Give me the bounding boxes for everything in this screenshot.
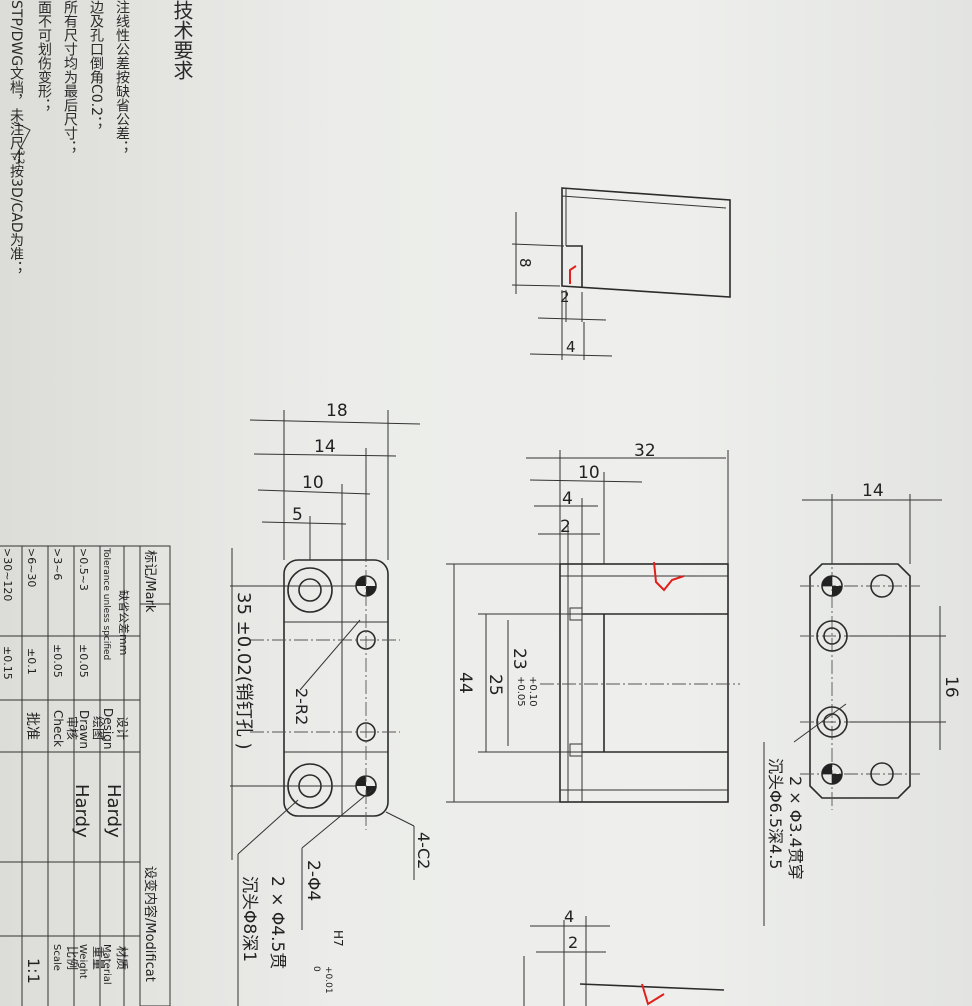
- dim-right-14: 14: [862, 481, 884, 501]
- label-tol-lower: 0: [311, 966, 321, 972]
- tb-check-en: Check: [51, 710, 65, 747]
- note-line-2: 边及孔口倒角C0.2；: [88, 0, 104, 131]
- dim-top-2: 2: [560, 288, 570, 306]
- tb-check-cn: 审核: [65, 716, 80, 740]
- tb-approve-cn: 批准: [24, 712, 40, 740]
- note-line-3: 所有尺寸均为最后尺寸；: [62, 0, 78, 154]
- dim-left-14: 14: [314, 437, 336, 457]
- right-view: 14 16 2 × Φ3.4贯穿 沉头Φ6.5深4.5: [763, 481, 961, 926]
- label-2-R2: 2-R2: [292, 688, 311, 725]
- dim-mid-23-lower: +0.05: [515, 676, 526, 707]
- dim-mid-23-upper: +0.10: [527, 676, 538, 707]
- tb-drawn-cn: 绘图: [91, 716, 106, 740]
- dim-mid-10: 10: [578, 463, 600, 483]
- dim-mid-4: 4: [562, 489, 573, 509]
- label-right-hole1: 2 × Φ3.4贯穿: [786, 776, 805, 880]
- dim-top-8: 8: [516, 258, 534, 268]
- dim-pin-hole-35: 35 ±0.02(销钉孔 ): [233, 592, 254, 750]
- dim-mid-32: 32: [634, 441, 656, 461]
- label-right-hole2: 沉头Φ6.5深4.5: [766, 758, 785, 870]
- tb-row2-range: >3~6: [51, 548, 64, 580]
- label-cbore-line1: 2 × Φ4.5贯: [267, 876, 287, 969]
- notes-title: 技术要求: [170, 0, 194, 80]
- tb-row3-range: >6~30: [25, 548, 38, 587]
- note-line-4: 面不可划伤变形；: [36, 0, 52, 112]
- tb-tol-header: 缺省公差mm: [117, 590, 131, 655]
- tb-tol-sub: Tolerance unless spcified: [101, 547, 111, 660]
- dim-left-10: 10: [302, 473, 324, 493]
- dim-left-5: 5: [292, 505, 303, 525]
- dim-mid-44: 44: [455, 672, 475, 694]
- dim-mid-25: 25: [485, 674, 505, 696]
- roughness-symbol: 3.2: [13, 121, 31, 164]
- note-line-1: 注线性公差按缺省公差；: [114, 0, 130, 154]
- title-block: 标记/Mark 设变内容/Modificat 缺省公差mm Tolerance …: [0, 545, 171, 1006]
- tb-weight-en: Weight: [77, 944, 88, 979]
- tb-row1-range: >0.5~3: [77, 548, 90, 591]
- tb-design-name: Hardy: [103, 784, 124, 838]
- label-4-C2: 4-C2: [414, 832, 433, 869]
- tb-design-cn: 设计: [115, 716, 129, 740]
- top-view: 8 2 4: [511, 187, 731, 360]
- dim-mid-2: 2: [560, 517, 571, 537]
- tb-modification: 设变内容/Modificat: [142, 866, 158, 982]
- tb-row3-tol: ±0.1: [25, 648, 38, 675]
- left-view: 18 14 10 5 35 ±0.02(销钉孔 ) 2-R2 4-C2: [230, 401, 433, 1006]
- tb-scale-cn: 比例: [65, 946, 79, 970]
- tb-drawn-en: Drawn: [77, 710, 91, 749]
- tb-mark: 标记/Mark: [142, 550, 157, 613]
- tb-design-en: Design: [101, 708, 115, 749]
- tb-row4-tol: ±0.15: [1, 646, 14, 680]
- note-line-5: STP/DWG文档，未注尺寸按3D/CAD为准；: [8, 0, 24, 275]
- tb-weight-cn: 重量: [91, 946, 105, 970]
- label-cbore-line2: 沉头Φ8深1: [239, 876, 259, 962]
- tb-row2-tol: ±0.05: [51, 644, 64, 678]
- dim-bottom-2: 2: [568, 933, 578, 952]
- tb-material-en: Material: [101, 944, 112, 985]
- tb-scale-value: 1:1: [24, 958, 43, 984]
- dim-top-4: 4: [566, 338, 576, 356]
- bottom-view: 4 2: [523, 907, 725, 1006]
- label-H7: H7: [331, 930, 345, 947]
- tb-row1-tol: ±0.05: [77, 644, 90, 678]
- middle-view: 32 10 4 2 44 25 23 +0.10 +: [446, 441, 740, 803]
- tb-drawn-name: Hardy: [71, 784, 92, 838]
- label-2-phi4: 2-Φ4: [303, 860, 323, 901]
- dim-right-16: 16: [941, 676, 961, 698]
- tb-row4-range: >30~120: [1, 548, 14, 601]
- label-tol-upper: +0.01: [323, 966, 333, 994]
- tb-scale-en: Scale: [51, 944, 62, 971]
- tb-material-cn: 材质: [115, 946, 129, 970]
- roughness-value: 3.2: [15, 150, 25, 164]
- dim-mid-23: 23: [509, 648, 529, 670]
- dim-left-18: 18: [326, 401, 348, 421]
- dim-bottom-4: 4: [564, 907, 574, 926]
